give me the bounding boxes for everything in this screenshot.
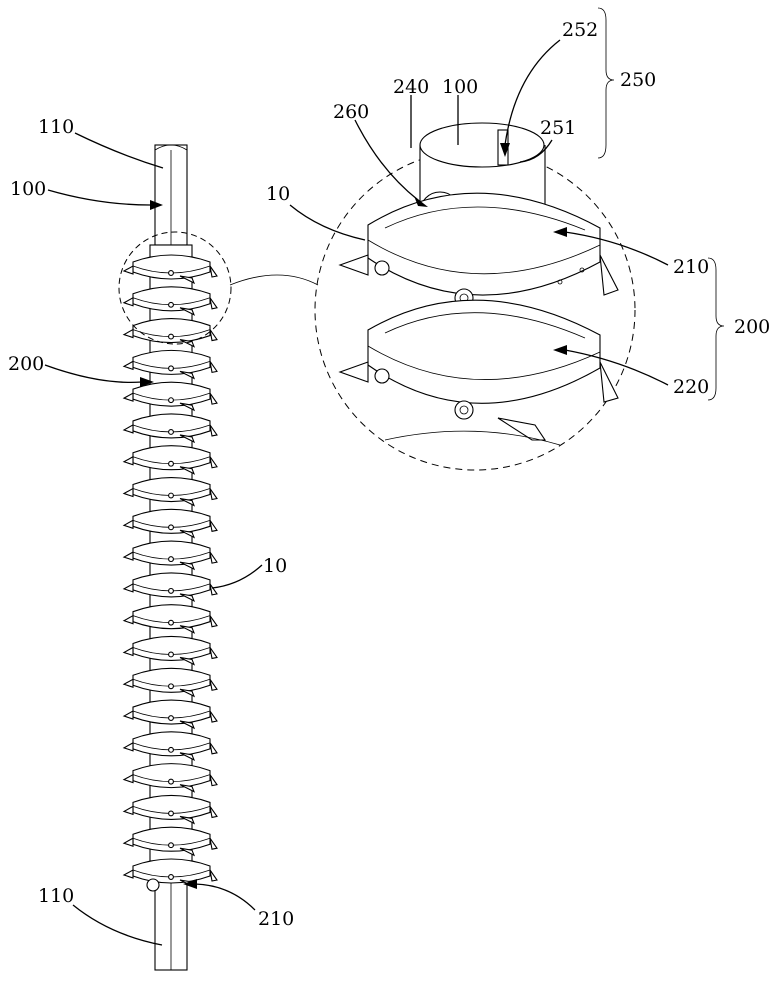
ring bbox=[124, 636, 217, 664]
label-240: 240 bbox=[393, 76, 429, 98]
label-110-bottom: 110 bbox=[38, 885, 74, 907]
label-220: 220 bbox=[673, 376, 709, 398]
detail-tab-right-upper bbox=[600, 255, 618, 295]
ring bbox=[124, 446, 217, 474]
label-10-left: 10 bbox=[263, 555, 287, 577]
ring bbox=[124, 859, 217, 887]
detail-shaft-top bbox=[420, 123, 544, 167]
ring bbox=[124, 382, 217, 410]
ring bbox=[124, 255, 217, 283]
detail-tab-right-lower bbox=[600, 362, 618, 402]
detail-view bbox=[315, 8, 724, 470]
ring bbox=[124, 700, 217, 728]
ring bbox=[124, 605, 217, 633]
brace-250 bbox=[598, 8, 614, 158]
ring bbox=[124, 827, 217, 855]
labels: 110 100 200 10 110 210 252 250 240 100 2… bbox=[8, 19, 770, 930]
detail-connector bbox=[230, 275, 318, 285]
brace-200 bbox=[708, 258, 724, 400]
detail-ring-upper bbox=[368, 193, 600, 295]
detail-tab-front-lower bbox=[498, 418, 545, 440]
ring bbox=[124, 287, 217, 315]
ring bbox=[124, 732, 217, 760]
label-100-detail: 100 bbox=[442, 76, 478, 98]
label-250: 250 bbox=[620, 69, 656, 91]
bottom-pin bbox=[147, 879, 159, 891]
ring bbox=[124, 414, 217, 442]
ring bbox=[124, 795, 217, 823]
label-210-detail: 210 bbox=[673, 256, 709, 278]
ring bbox=[124, 509, 217, 537]
label-252: 252 bbox=[562, 19, 598, 41]
ring bbox=[124, 478, 217, 506]
ring bbox=[124, 764, 217, 792]
label-200-left: 200 bbox=[8, 353, 44, 375]
detail-tab-left-upper bbox=[340, 255, 368, 275]
ring bbox=[124, 541, 217, 569]
label-10-detail: 10 bbox=[266, 183, 290, 205]
ring bbox=[124, 350, 217, 378]
label-251: 251 bbox=[540, 117, 576, 139]
label-210-bottom: 210 bbox=[258, 908, 294, 930]
ring bbox=[124, 573, 217, 601]
ring bbox=[124, 319, 217, 347]
label-260: 260 bbox=[333, 101, 369, 123]
label-100-left: 100 bbox=[10, 178, 46, 200]
label-110-top: 110 bbox=[38, 116, 74, 138]
full-assembly bbox=[119, 145, 231, 970]
label-200-right: 200 bbox=[734, 316, 770, 338]
detail-tab-left-lower bbox=[340, 362, 368, 382]
ring bbox=[124, 668, 217, 696]
